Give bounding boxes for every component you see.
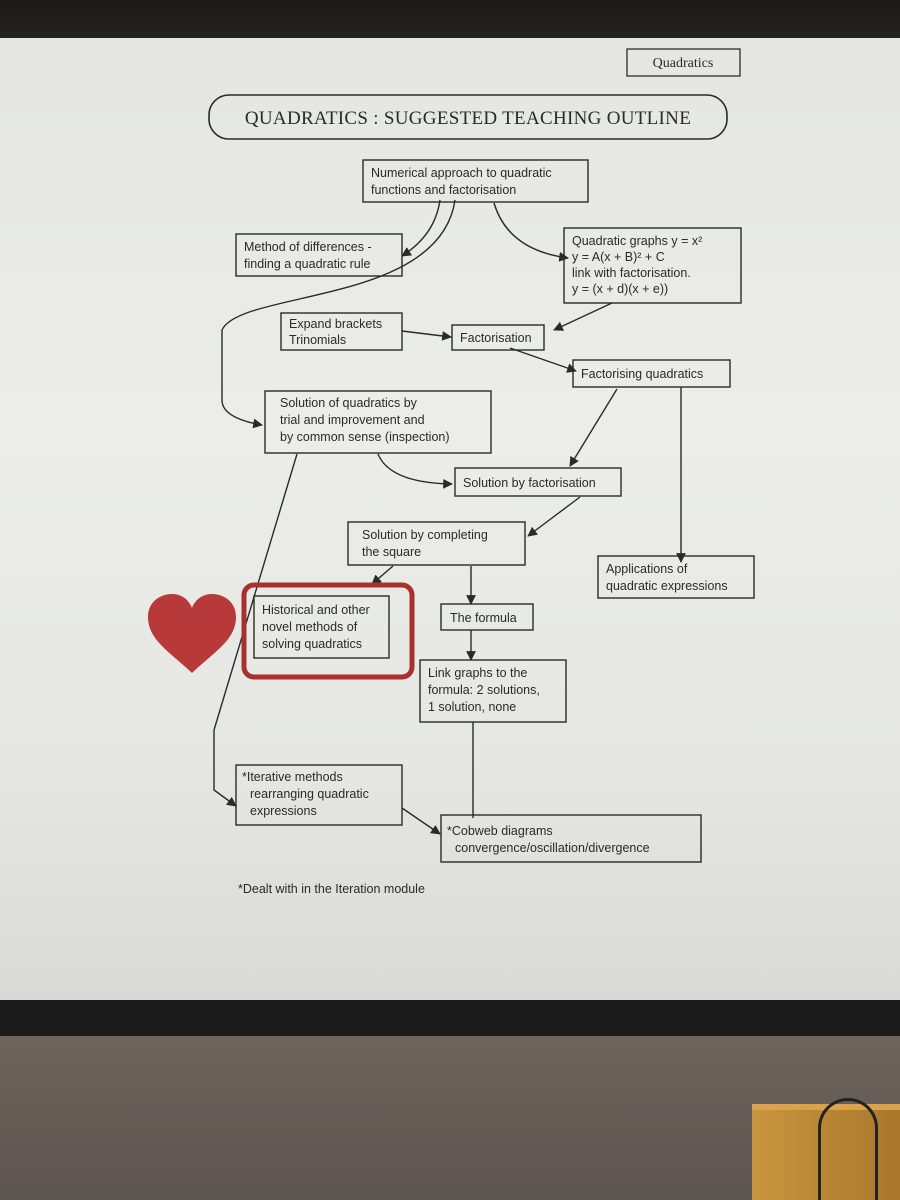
link-line-2: formula: 2 solutions, [428,683,540,697]
completing-line-1: Solution by completing [362,528,488,542]
formula-label: The formula [450,611,517,625]
footnote: *Dealt with in the Iteration module [238,882,425,896]
graphs-line-2: y = A(x + B)² + C [572,250,665,264]
arrow-trial-to-iterative [213,453,298,807]
cobweb-line-2: convergence/oscillation/divergence [455,841,650,855]
corner-tag-label: Quadratics [653,56,714,71]
sol-fact-label: Solution by factorisation [463,476,596,490]
link-line-3: 1 solution, none [428,700,516,714]
iterative-line-1: *Iterative methods [242,770,343,784]
trial-line-1: Solution of quadratics by [280,396,418,410]
historical-line-1: Historical and other [262,603,370,617]
box-differences [235,233,403,277]
box-applications [597,555,755,599]
screen-bottom-band [0,1000,900,1036]
expand-line-2: Trinomials [289,333,346,347]
title-banner: QUADRATICS : SUGGESTED TEACHING OUTLINE [208,94,728,140]
arrow-numerical-to-differences [401,199,441,257]
corner-tag: Quadratics [626,48,741,77]
connectors [213,199,686,835]
iterative-line-3: expressions [250,804,317,818]
box-historical [253,595,390,659]
box-completing [347,521,526,566]
arrow-completing-to-historical [371,565,394,585]
box-sol-fact [454,467,622,497]
box-outlines [235,159,755,863]
numerical-line-1: Numerical approach to quadratic [371,166,552,180]
arrow-solfact-to-completing [527,496,581,537]
trial-line-3: by common sense (inspection) [280,430,450,444]
arrow-numerical-to-trial [221,199,456,429]
projection-screen [0,38,900,1000]
box-factorising [572,359,731,388]
arrow-factorising-to-solfact [569,388,618,467]
historical-line-3: solving quadratics [262,637,362,651]
box-expand [280,312,403,351]
box-numerical [362,159,589,203]
box-graphs [563,227,742,304]
factorising-label: Factorising quadratics [581,367,703,381]
factorisation-label: Factorisation [460,331,532,345]
cobweb-line-1: *Cobweb diagrams [447,824,553,838]
historical-line-2: novel methods of [262,620,358,634]
graphs-line-3: link with factorisation. [572,266,691,280]
expand-line-1: Expand brackets [289,317,382,331]
completing-line-2: the square [362,545,421,559]
box-trial [264,390,492,454]
arrow-factorisation-to-factorising [509,347,577,373]
box-factorisation [451,324,545,351]
highlight-frame [241,582,415,680]
box-cobweb [440,814,702,863]
microphone-cable [818,1098,878,1200]
wall [0,1036,900,1200]
arrow-iterative-to-cobweb [401,807,441,835]
arrow-graphs-to-factorisation [553,302,613,331]
differences-line-1: Method of differences - [244,240,372,254]
numerical-line-2: functions and factorisation [371,183,516,197]
trial-line-2: trial and improvement and [280,413,425,427]
arrow-numerical-to-graphs [493,202,569,262]
box-link [419,659,567,723]
iterative-line-2: rearranging quadratic [250,787,369,801]
box-formula [440,603,534,631]
box-iterative [235,764,403,826]
applications-line-1: Applications of [606,562,688,576]
page-title: QUADRATICS : SUGGESTED TEACHING OUTLINE [245,108,691,129]
arrow-expand-to-factorisation [401,330,452,341]
applications-line-2: quadratic expressions [606,579,728,593]
graphs-line-4: y = (x + d)(x + e)) [572,282,668,296]
link-line-1: Link graphs to the [428,666,527,680]
arrow-trial-to-solfact [377,453,453,489]
graphs-line-1: Quadratic graphs y = x² [572,234,702,248]
heart-icon [148,594,236,673]
differences-line-2: finding a quadratic rule [244,257,371,271]
